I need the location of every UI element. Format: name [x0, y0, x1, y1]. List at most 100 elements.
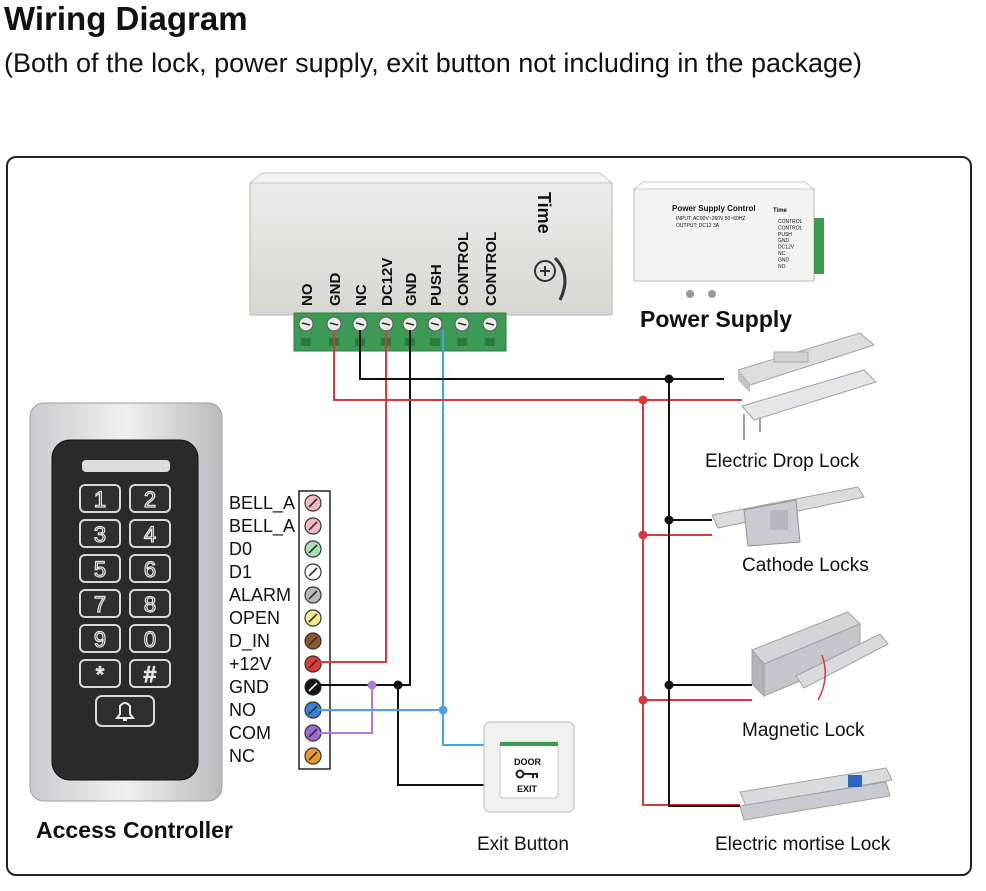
electric-drop-lock: [737, 332, 877, 440]
keypad-key[interactable]: 8: [129, 589, 171, 618]
power-supply-terminal-label: DC12V: [379, 258, 396, 306]
page-title: Wiring Diagram: [4, 0, 248, 37]
wire-lock-red: [333, 330, 742, 401]
keypad-key-label: 5: [94, 557, 106, 582]
diagram-frame: [6, 156, 972, 876]
controller-terminal-label: ALARM: [229, 585, 291, 605]
cathode-lock: [711, 486, 865, 547]
controller-terminal-label: D_IN: [229, 631, 270, 652]
power-supply-photo-output: OUTPUT: DC12 3A: [676, 223, 720, 229]
controller-terminal-label: OPEN: [229, 608, 280, 628]
keypad-key-label: 6: [144, 557, 156, 582]
power-supply-photo-side-label: NC: [778, 251, 786, 257]
keypad-key[interactable]: 4: [129, 519, 171, 548]
lock-label-magnetic: Magnetic Lock: [742, 720, 865, 741]
magnetic-lock: [751, 611, 889, 701]
lock-label-cathode: Cathode Locks: [742, 555, 869, 576]
controller-terminal-label: NC: [229, 746, 255, 766]
terminal-block: [293, 312, 507, 352]
controller-terminal-strip: [298, 490, 331, 770]
terminal-slot: [485, 338, 495, 346]
keypad-key[interactable]: 0: [129, 624, 171, 653]
power-supply-terminal-label: GND: [327, 273, 344, 307]
keypad-key-label: 2: [144, 487, 156, 512]
exit-button-device: DOOR EXIT: [483, 721, 575, 813]
keypad-key[interactable]: *: [79, 659, 121, 688]
keypad-key-label: #: [144, 662, 157, 687]
lock-label-drop: Electric Drop Lock: [705, 451, 860, 472]
keypad-key-label: 3: [94, 522, 106, 547]
terminal-slot: [430, 338, 440, 346]
bell-key[interactable]: [95, 695, 155, 727]
exit-button-label: Exit Button: [477, 834, 569, 855]
wire-lock-black: [359, 330, 724, 380]
controller-terminal-label: D0: [229, 539, 252, 559]
power-supply-photo-brand: Time: [773, 208, 788, 214]
power-supply-photo-side-label: NO: [778, 264, 786, 270]
power-supply-photo-title: Power Supply Control: [672, 204, 756, 213]
power-supply-unit: NO GND NC DC12V GND PUSH CONTROL CONTROL Time: [248, 172, 614, 352]
lock-label-mortise: Electric mortise Lock: [715, 834, 891, 855]
power-supply-brand: Time: [534, 192, 554, 234]
keypad-key[interactable]: 1: [79, 484, 121, 513]
electric-mortise-lock: [739, 767, 893, 821]
power-supply-terminal-label: CONTROL: [483, 232, 500, 306]
power-supply-photo-side-label: DC12V: [778, 245, 795, 251]
controller-terminal-label: COM: [229, 723, 271, 743]
power-supply-photo-side-label: CONTROL: [778, 225, 803, 231]
exit-button-door-text: DOOR: [514, 757, 542, 767]
controller-terminals: BELL_ABELL_AD0D1ALARMOPEND_IN+12VGNDNOCO…: [229, 493, 322, 766]
keypad-key[interactable]: 7: [79, 589, 121, 618]
power-supply-terminal-labels: NO GND NC DC12V GND PUSH CONTROL CONTROL: [299, 232, 500, 306]
power-supply-label: Power Supply: [640, 306, 792, 332]
power-supply-photo-side-label: CONTROL: [778, 219, 803, 225]
controller-terminal-label: NO: [229, 700, 256, 720]
keypad-key-label: *: [96, 662, 105, 687]
power-supply-terminal-label: GND: [403, 273, 420, 307]
wire-lock-black-bus: [668, 379, 740, 807]
controller-terminal-label: D1: [229, 562, 252, 582]
keypad-key-label: 1: [94, 487, 106, 512]
keypad-key-label: 0: [144, 627, 156, 652]
page-subtitle: (Both of the lock, power supply, exit bu…: [4, 48, 863, 78]
keypad-key[interactable]: 3: [79, 519, 121, 548]
keypad-key-label: 9: [94, 627, 106, 652]
keypad-key[interactable]: 2: [129, 484, 171, 513]
keypad-key[interactable]: 6: [129, 554, 171, 583]
keypad-key[interactable]: #: [129, 659, 171, 688]
access-controller-device: 1 2 3 4 5 6 7 8 9 0 * #: [29, 402, 223, 802]
power-supply-photo-input: INPUT: AC90V~260V 50~60HZ: [676, 216, 746, 222]
keypad-key-label: 4: [144, 522, 156, 547]
terminal-slot: [301, 338, 311, 346]
power-supply-photo-side-label: GND: [778, 257, 790, 263]
wire-junctions: [367, 374, 674, 715]
controller-terminal-label: +12V: [229, 654, 272, 674]
controller-terminal-label: BELL_A: [229, 516, 295, 537]
power-supply-photo-side-label: PUSH: [778, 232, 792, 238]
keypad-key-label: 7: [94, 592, 106, 617]
key-icon: [515, 769, 538, 779]
keypad-key-label: 8: [144, 592, 156, 617]
time-logo-icon: [534, 256, 567, 301]
keypad-key[interactable]: 5: [79, 554, 121, 583]
terminal-slot: [457, 338, 467, 346]
wire-12v: [318, 330, 387, 663]
bell-icon: [115, 702, 135, 721]
power-supply-photo-side-label: GND: [778, 238, 790, 244]
wire-push: [442, 330, 490, 746]
power-supply-terminal-label: NC: [353, 284, 370, 306]
keypad-key[interactable]: 9: [79, 624, 121, 653]
access-controller-label: Access Controller: [36, 817, 233, 843]
power-supply-terminal-label: NO: [299, 283, 316, 306]
power-supply-terminal-label: PUSH: [428, 264, 445, 306]
power-supply-terminal-label: CONTROL: [455, 232, 472, 306]
wire-gnd-exit: [397, 685, 490, 786]
wire-com: [318, 685, 373, 734]
controller-terminal-label: BELL_A: [229, 493, 295, 514]
wire-gnd: [318, 330, 411, 686]
controller-terminal-label: GND: [229, 677, 269, 697]
keypad: 1 2 3 4 5 6 7 8 9 0 * #: [79, 484, 171, 688]
power-supply-photo: Power Supply Control INPUT: AC90V~260V 5…: [632, 181, 824, 298]
